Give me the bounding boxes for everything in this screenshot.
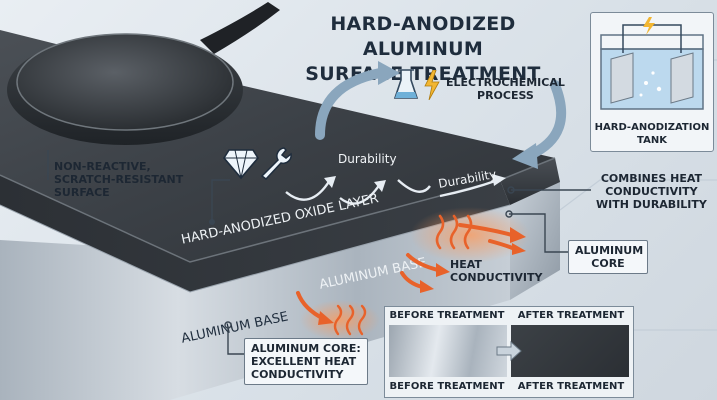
process-label: ELECTROCHEMICAL PROCESS bbox=[446, 76, 565, 102]
frying-pan-illustration bbox=[7, 2, 280, 145]
comparison-arrow-icon bbox=[496, 341, 522, 361]
core-bottom-line-1: ALUMINUM CORE: bbox=[251, 342, 361, 355]
process-cycle-arrows bbox=[315, 61, 567, 169]
combines-callout-leader bbox=[507, 186, 591, 194]
heat-label-line-1: HEAT bbox=[450, 258, 482, 271]
core-callout-leader bbox=[505, 210, 571, 253]
after-bottom-label: AFTER TREATMENT bbox=[517, 381, 625, 392]
anodization-tank-illustration bbox=[600, 17, 704, 110]
core-bottom-line-3: CONDUCTIVITY bbox=[251, 368, 344, 381]
before-top-label: BEFORE TREATMENT bbox=[389, 310, 505, 321]
after-top-label: AFTER TREATMENT bbox=[517, 310, 625, 321]
anodization-tank-panel: HARD-ANODIZATION TANK bbox=[590, 12, 714, 152]
lightning-icon bbox=[424, 70, 440, 100]
process-label-line-2: PROCESS bbox=[477, 89, 534, 102]
aluminum-core-bottom-callout: ALUMINUM CORE: EXCELLENT HEAT CONDUCTIVI… bbox=[244, 338, 368, 385]
title-line-1: HARD-ANODIZED ALUMINUM bbox=[330, 13, 516, 60]
heat-waves-icon-lower bbox=[333, 304, 367, 336]
combines-line-3: WITH DURABILITY bbox=[596, 198, 707, 211]
wrench-icon bbox=[260, 147, 292, 180]
after-sample bbox=[511, 325, 629, 377]
core-bottom-line-2: EXCELLENT HEAT bbox=[251, 355, 357, 368]
diamond-icon bbox=[223, 149, 259, 180]
heat-flow-arrows bbox=[296, 223, 526, 325]
beaker-icon bbox=[393, 69, 419, 99]
tank-label: HARD-ANODIZATION TANK bbox=[591, 121, 713, 147]
combines-line-1: COMBINES HEAT bbox=[600, 172, 703, 185]
surface-callout-line-2: SCRATCH-RESISTANT bbox=[54, 173, 184, 186]
aluminum-core-callout: ALUMINUM CORE bbox=[568, 240, 648, 274]
process-label-line-1: ELECTROCHEMICAL bbox=[446, 76, 565, 89]
surface-callout: NON-REACTIVE, SCRATCH-RESISTANT SURFACE bbox=[54, 160, 183, 199]
surface-callout-line-3: SURFACE bbox=[54, 186, 110, 199]
before-sample bbox=[389, 325, 507, 377]
before-bottom-label: BEFORE TREATMENT bbox=[389, 381, 505, 392]
page-title: HARD-ANODIZED ALUMINUM SURFACE TREATMENT bbox=[268, 12, 578, 87]
comparison-panel: BEFORE TREATMENT AFTER TREATMENT BEFORE … bbox=[384, 306, 634, 398]
heat-conductivity-label: HEAT CONDUCTIVITY bbox=[450, 258, 542, 284]
surface-callout-leader bbox=[47, 150, 230, 225]
durability-arrows bbox=[285, 174, 506, 205]
tank-label-line-2: TANK bbox=[637, 135, 667, 146]
tank-label-line-1: HARD-ANODIZATION bbox=[594, 122, 710, 133]
durability-label-1: Durability bbox=[338, 152, 397, 166]
core-right-line-1: ALUMINUM bbox=[575, 244, 644, 257]
core-right-line-2: CORE bbox=[591, 257, 625, 270]
combines-line-2: CONDUCTIVITY bbox=[605, 185, 698, 198]
heat-label-line-2: CONDUCTIVITY bbox=[450, 271, 543, 284]
heat-waves-icon bbox=[435, 214, 473, 250]
combines-callout: COMBINES HEAT CONDUCTIVITY WITH DURABILI… bbox=[596, 172, 707, 211]
surface-callout-line-1: NON-REACTIVE, bbox=[54, 160, 151, 173]
